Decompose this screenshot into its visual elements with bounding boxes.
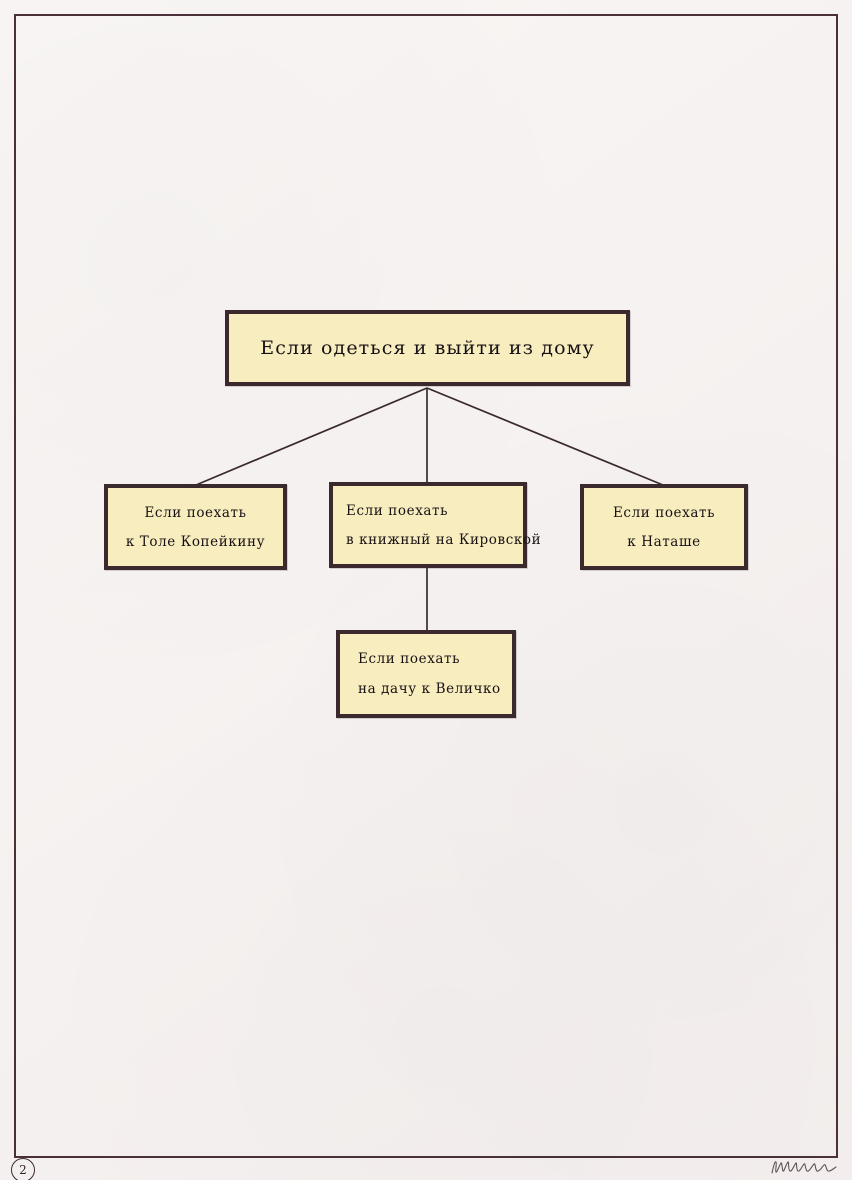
node-root[interactable]: Если одеться и выйти из дому bbox=[225, 310, 630, 386]
node-tolya-line-2: к Толе Копейкину bbox=[125, 533, 266, 550]
node-natasha-line-2: к Наташе bbox=[627, 533, 701, 550]
node-natasha[interactable]: Если поехать к Наташе bbox=[580, 484, 748, 570]
node-book-line-1: Если поехать bbox=[346, 502, 449, 519]
node-book-line-2: в книжный на Кировской bbox=[346, 531, 542, 548]
node-dacha-line-2: на дачу к Величко bbox=[358, 681, 501, 697]
page-number-badge: 2 bbox=[11, 1158, 35, 1180]
node-bookstore-kirovskaya[interactable]: Если поехать в книжный на Кировской bbox=[329, 482, 541, 568]
node-tolya-kopeikin[interactable]: Если поехать к Толе Копейкину bbox=[104, 484, 287, 570]
node-natasha-line-1: Если поехать bbox=[612, 504, 716, 521]
node-dacha-line-1: Если поехать bbox=[358, 651, 461, 667]
node-dacha-velichko[interactable]: Если поехать на дачу к Величко bbox=[336, 630, 516, 718]
node-root-line-1: Если одеться и выйти из дому bbox=[260, 337, 595, 359]
node-tolya-line-1: Если поехать bbox=[144, 504, 247, 521]
page-border-frame bbox=[14, 14, 838, 1158]
handwritten-signature bbox=[771, 1161, 837, 1174]
page-number-text: 2 bbox=[19, 1163, 27, 1177]
